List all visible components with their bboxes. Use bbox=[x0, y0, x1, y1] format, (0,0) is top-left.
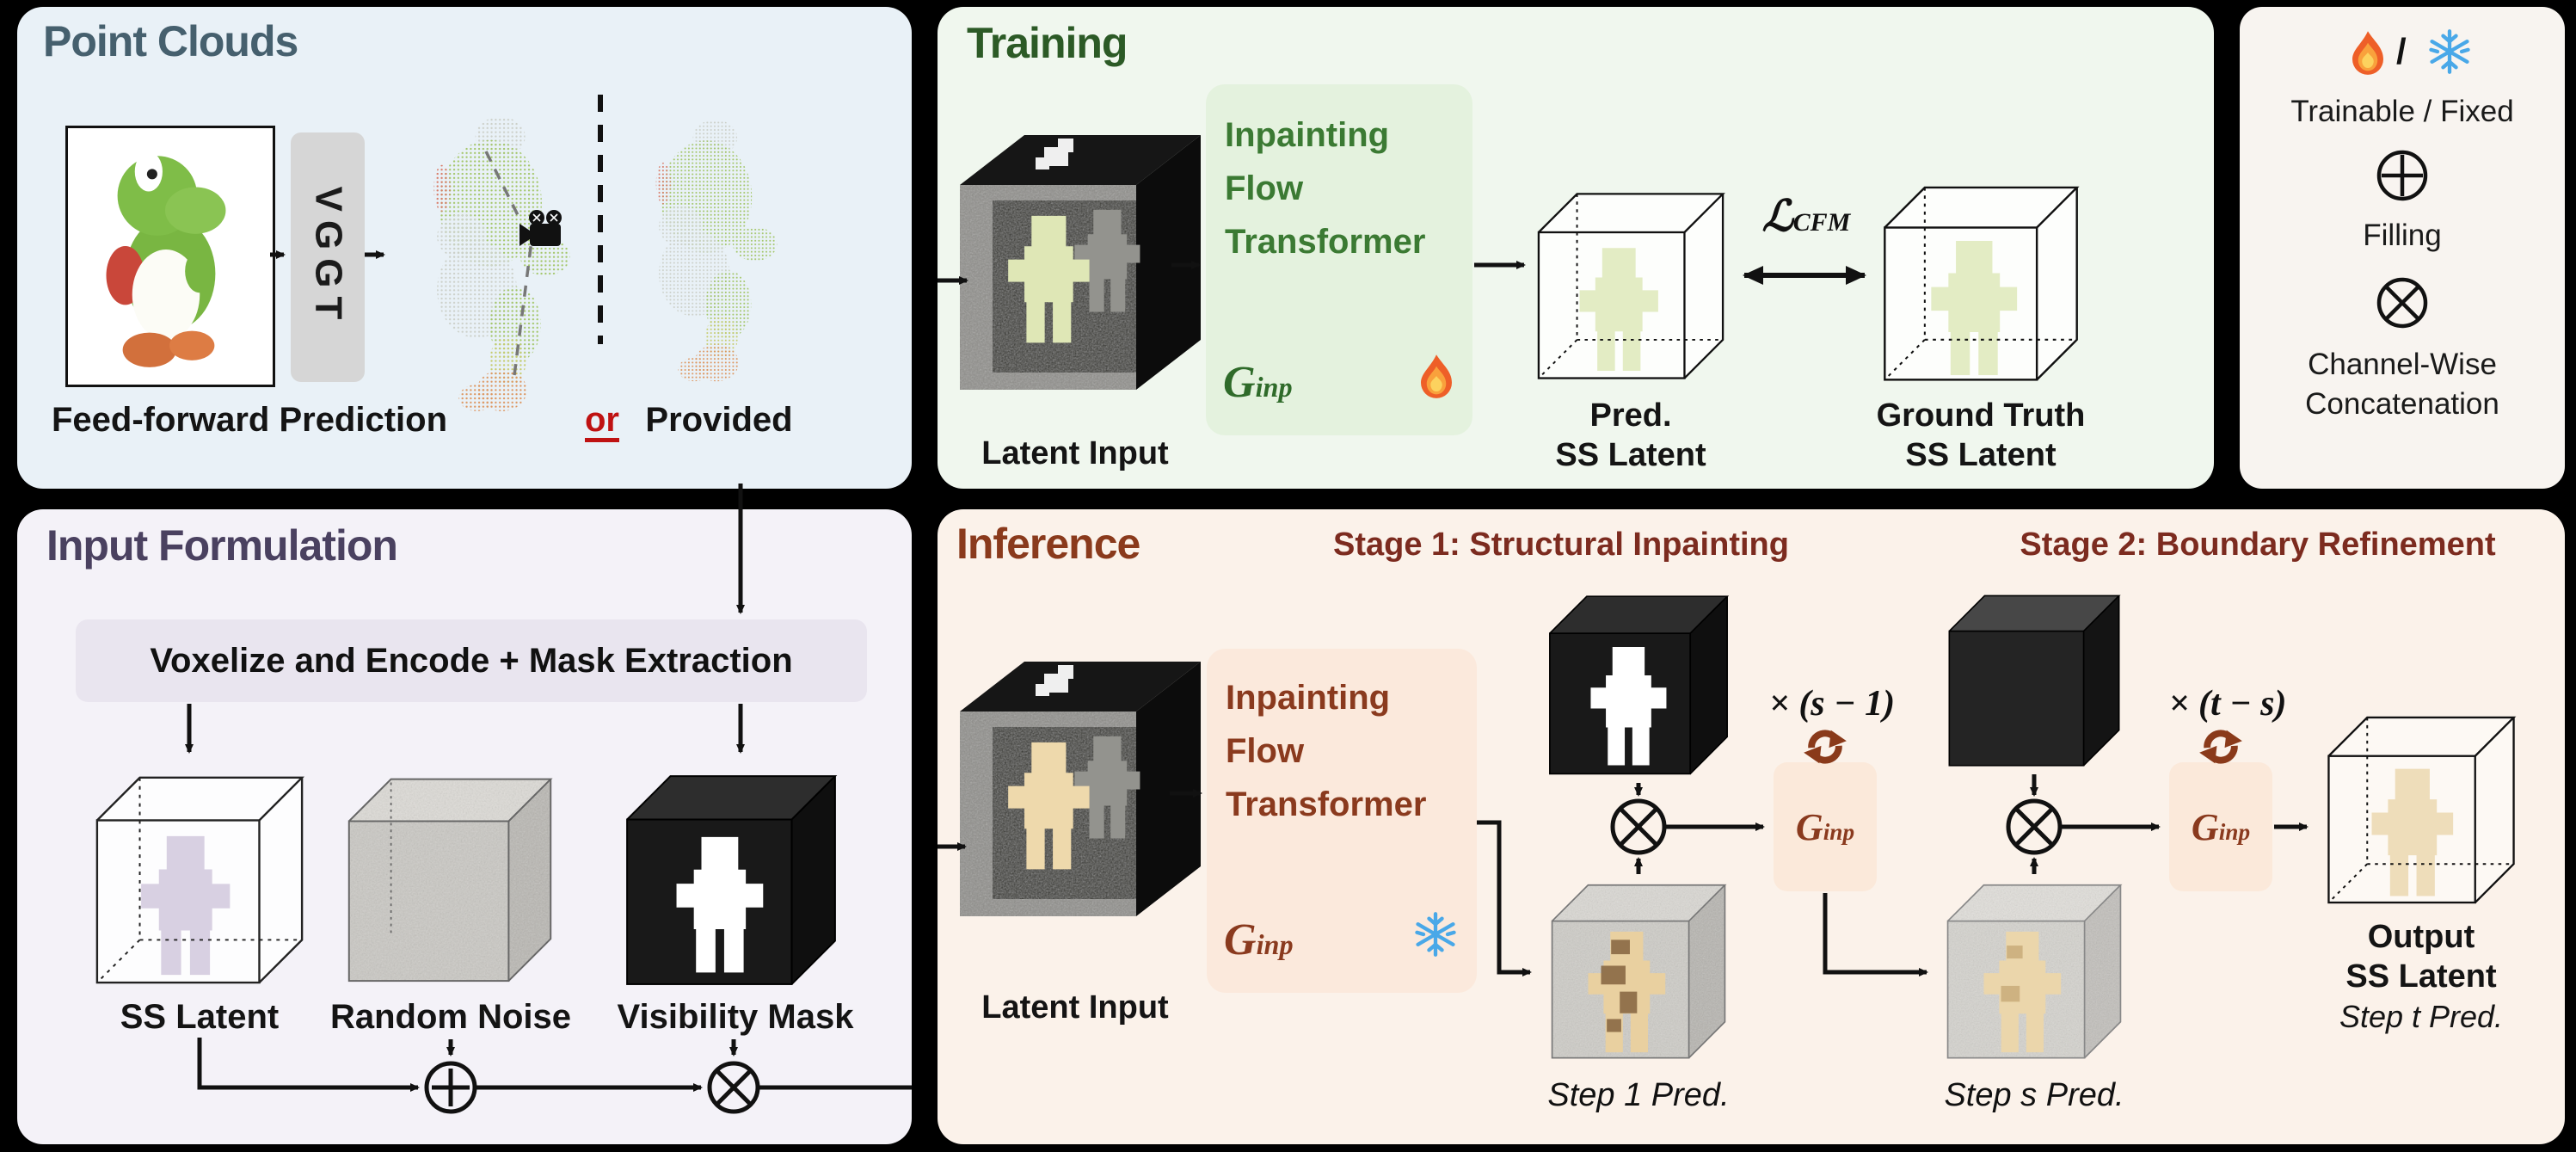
stage2-title: Stage 2: Boundary Refinement bbox=[2020, 527, 2496, 563]
inference-ginp-symbol: Ginp bbox=[1224, 915, 1294, 964]
legend-divider: / bbox=[2396, 31, 2407, 71]
training-latent-cube bbox=[960, 135, 1201, 390]
cycle-arrows-icon bbox=[1804, 730, 1847, 764]
inference-latent-cube bbox=[960, 662, 1201, 916]
training-latent-label: Latent Input bbox=[981, 435, 1169, 471]
panel-inference: Inference Stage 1: Structural Inpainting… bbox=[938, 509, 2565, 1144]
pred-ss-latent-label: Pred. SS Latent bbox=[1555, 397, 1706, 474]
point-cloud-predicted bbox=[433, 116, 570, 411]
legend-concat-line2: Concatenation bbox=[2305, 387, 2499, 421]
vggt-label: VGGT bbox=[307, 186, 349, 329]
ground-truth-label: Ground Truth SS Latent bbox=[1876, 397, 2086, 474]
panel-legend: / Trainable / Fixed Filling Channel-Wise… bbox=[2240, 7, 2565, 489]
ss-latent-label: SS Latent bbox=[120, 998, 280, 1036]
steps-pred-cube bbox=[1946, 884, 2123, 1059]
circled-plus-icon bbox=[2376, 150, 2428, 201]
voxelize-encode-bar: Voxelize and Encode + Mask Extraction bbox=[76, 619, 867, 702]
point-cloud-provided bbox=[655, 120, 778, 382]
pred-ss-latent-cube bbox=[1537, 193, 1725, 379]
legend-concat-line1: Channel-Wise bbox=[2308, 348, 2497, 381]
training-title: Training bbox=[967, 19, 1128, 67]
flame-icon bbox=[1421, 354, 1452, 398]
circled-times-icon bbox=[2376, 277, 2428, 329]
legend-filling: Filling bbox=[2363, 219, 2442, 252]
inference-latent-label: Latent Input bbox=[981, 989, 1169, 1026]
training-ginp-symbol: Ginp bbox=[1223, 358, 1293, 407]
input-formulation-title: Input Formulation bbox=[46, 521, 398, 570]
ss-latent-cube bbox=[95, 776, 304, 984]
snowflake-icon bbox=[1415, 912, 1456, 957]
stage1-repeat-label: × (s − 1) bbox=[1768, 684, 1896, 724]
training-flow-transformer-box: Inpainting Flow Transformer Ginp bbox=[1206, 84, 1472, 435]
steps-pred-label: Step s Pred. bbox=[1944, 1077, 2124, 1113]
training-box-text: Inpainting Flow Transformer bbox=[1225, 116, 1426, 261]
random-noise-cube bbox=[347, 778, 553, 983]
input-photo-frame bbox=[65, 126, 275, 387]
visibility-mask-cube bbox=[626, 775, 838, 985]
stage2-mask-cube bbox=[1948, 594, 2121, 767]
random-noise-label: Random Noise bbox=[329, 998, 572, 1036]
cycle-arrows-icon bbox=[2199, 730, 2242, 764]
flame-icon bbox=[2352, 31, 2383, 75]
inference-title: Inference bbox=[956, 520, 1140, 568]
ginp-stage1-box: Ginp bbox=[1774, 762, 1877, 891]
panel-point-clouds: Point Clouds VGGT bbox=[17, 7, 912, 489]
panel-connector-arrow bbox=[736, 484, 745, 614]
inference-flow-transformer-box: Inpainting Flow Transformer Ginp bbox=[1207, 649, 1477, 993]
panel-input-formulation: Input Formulation Voxelize and Encode + … bbox=[17, 509, 912, 1144]
camera-icon bbox=[520, 210, 562, 246]
legend-trainable-fixed: Trainable / Fixed bbox=[2290, 95, 2514, 128]
vggt-block: VGGT bbox=[291, 132, 365, 382]
ground-truth-cube bbox=[1884, 186, 2080, 381]
ginp-stage2-box: Ginp bbox=[2169, 762, 2272, 891]
output-label: Output SS Latent Step t Pred. bbox=[2339, 919, 2504, 1034]
point-clouds-title: Point Clouds bbox=[43, 17, 298, 65]
provided-caption: Provided bbox=[645, 401, 793, 439]
visibility-mask-label: Visibility Mask bbox=[617, 998, 854, 1036]
yoshi-photo bbox=[106, 151, 226, 367]
step1-pred-cube bbox=[1551, 884, 1727, 1059]
stage1-mask-cube bbox=[1549, 595, 1730, 775]
or-caption: or bbox=[585, 401, 619, 439]
cfm-loss-label: ℒCFM bbox=[1761, 192, 1851, 240]
stage2-repeat-label: × (t − s) bbox=[2168, 684, 2287, 724]
snowflake-icon bbox=[2429, 29, 2470, 74]
feed-forward-caption: Feed-forward Prediction bbox=[51, 401, 448, 439]
inference-box-text: Inpainting Flow Transformer bbox=[1226, 679, 1427, 823]
panel-training: Training Latent Input Inpainting Flow Tr… bbox=[938, 7, 2214, 489]
step1-pred-label: Step 1 Pred. bbox=[1547, 1077, 1730, 1113]
output-ss-latent-cube bbox=[2327, 716, 2517, 904]
stage1-title: Stage 1: Structural Inpainting bbox=[1333, 527, 1789, 563]
